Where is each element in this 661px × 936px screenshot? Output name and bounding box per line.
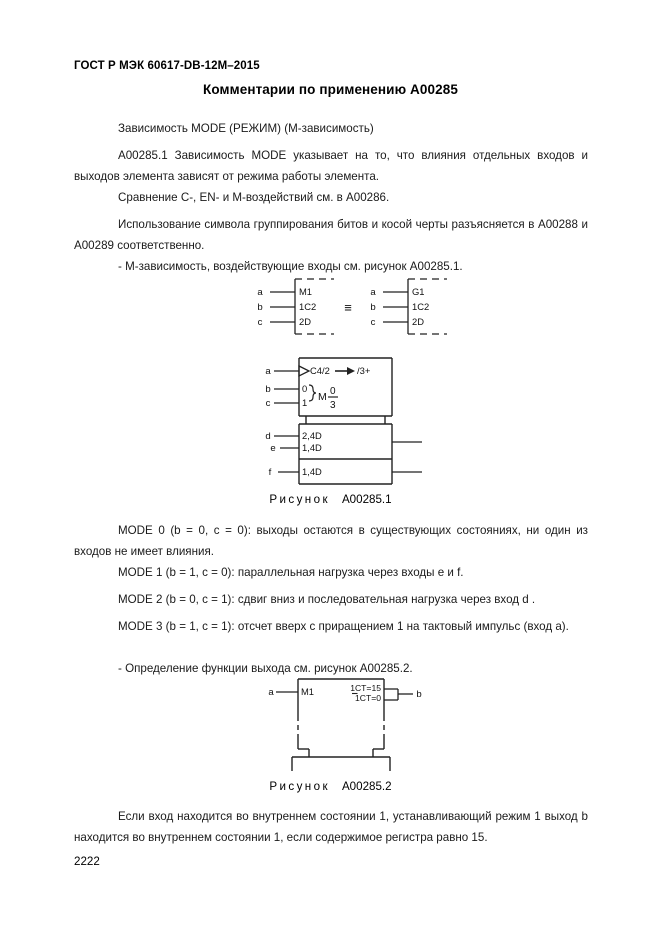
fig-main-input-f: f [269, 467, 272, 478]
fig1-right-label-2d: 2D [412, 316, 424, 327]
fig2-label-m1: M1 [301, 686, 314, 697]
fig-main-input-e: e [270, 443, 275, 454]
caption-figure-2: Рисунок A00285.2 [0, 780, 661, 793]
caption-word: Рисунок [269, 493, 330, 506]
fig-main-rate-label: /3+ [357, 365, 371, 376]
figure-main-svg: a C4/2 /3+ b c 0 1 M 0 3 d e 2,4D [265, 357, 422, 485]
fig-main-input-a: a [265, 366, 271, 377]
figure-a00285-1-svg: a b c M1 1C2 2D ≡ a b c G1 1C2 2D [257, 278, 447, 335]
paragraph-text: Если вход находится во внутреннем состоя… [74, 810, 588, 844]
paragraph-mode-0: MODE 0 (b = 0, c = 0): выходы остаются в… [74, 520, 588, 562]
fig1-input-b: b [257, 302, 262, 313]
paragraph-mode-1: MODE 1 (b = 1, c = 0): параллельная нагр… [74, 562, 588, 583]
fig-main-bit-1: 1 [302, 397, 307, 408]
fig-main-label-14d-upper: 1,4D [302, 442, 322, 453]
fig1-label-g1: G1 [412, 286, 425, 297]
fig2-output-label-ct15: 1CT=15 [350, 683, 381, 693]
fig1-label-2d: 2D [299, 316, 311, 327]
fig-main-label-24d: 2,4D [302, 430, 322, 441]
standard-header: ГОСТ Р МЭК 60617-DB-12M–2015 [74, 60, 260, 72]
fig-main-arrow-icon [347, 367, 355, 375]
paragraph-text: Сравнение C-, EN- и М-воздействий см. в … [118, 191, 390, 204]
paragraph-fig2-ref: - Определение функции выхода см. рисунок… [74, 658, 588, 679]
paragraph-text: MODE 2 (b = 0, c = 1): сдвиг вниз и посл… [118, 593, 536, 606]
paragraph-mode-3: MODE 3 (b = 1, c = 1): отсчет вверх с пр… [74, 616, 588, 637]
fig1-label-1c2: 1C2 [299, 301, 316, 312]
fig1-input-c: c [258, 317, 263, 328]
figure-a00285-1-main: a C4/2 /3+ b c 0 1 M 0 3 d e 2,4D [262, 356, 442, 488]
figure-a00285-2: a M1 1CT=15 1CT=0 b [268, 676, 428, 774]
paragraph-comparison: Сравнение C-, EN- и М-воздействий см. в … [74, 187, 588, 208]
paragraph-text: A00285.1 Зависимость MODE указывает на т… [74, 149, 588, 183]
fig2-output-b: b [416, 689, 421, 700]
paragraph-text: Использование символа группирования бито… [74, 218, 588, 252]
paragraph-text: Зависимость MODE (РЕЖИМ) (М-зависимость) [118, 122, 374, 135]
caption-figure-1: Рисунок A00285.1 [0, 493, 661, 506]
paragraph-intro: Зависимость MODE (РЕЖИМ) (М-зависимость) [74, 118, 588, 139]
figure-a00285-2-svg: a M1 1CT=15 1CT=0 b [268, 678, 422, 774]
fig1-label-m1: M1 [299, 286, 312, 297]
page-number: 2222 [74, 855, 100, 868]
fig1-right-input-b: b [370, 302, 375, 313]
fig1-right-input-a: a [370, 287, 376, 298]
paragraph-text: MODE 1 (b = 1, c = 0): параллельная нагр… [118, 566, 464, 579]
caption-word: Рисунок [269, 780, 330, 793]
paragraph-conclusion: Если вход находится во внутреннем состоя… [74, 806, 588, 848]
caption-number: A00285.1 [341, 493, 392, 506]
caption-number: A00285.2 [341, 780, 392, 793]
paragraph-a00285-1: A00285.1 Зависимость MODE указывает на т… [74, 145, 588, 187]
paragraph-text: - Определение функции выхода см. рисунок… [118, 662, 413, 675]
fig2-input-a: a [268, 687, 274, 698]
paragraph-text: - М-зависимость, воздействующие входы см… [118, 260, 463, 273]
fig1-input-a: a [257, 287, 263, 298]
fig-main-clock-label: C4/2 [310, 365, 330, 376]
fig-main-bit-0: 0 [302, 383, 307, 394]
fig-main-mode-bottom: 3 [330, 400, 336, 411]
fig-main-mode-letter: M [318, 391, 327, 403]
fig1-right-label-1c2: 1C2 [412, 301, 429, 312]
fig1-right-input-c: c [371, 317, 376, 328]
paragraph-text: MODE 3 (b = 1, c = 1): отсчет вверх с пр… [118, 620, 569, 633]
paragraph-fig1-ref: - М-зависимость, воздействующие входы см… [74, 256, 588, 277]
fig-main-label-14d-lower: 1,4D [302, 466, 322, 477]
paragraph-mode-2: MODE 2 (b = 0, c = 1): сдвиг вниз и посл… [74, 589, 588, 610]
fig2-output-label-ct0: 1CT=0 [355, 693, 381, 703]
figure-a00285-1: a b c M1 1C2 2D ≡ a b c G1 1C2 2D [248, 276, 458, 340]
bit-grouping-brace-icon [308, 384, 317, 402]
fig-main-mode-top: 0 [330, 386, 336, 397]
fig-main-input-d: d [265, 431, 270, 442]
equivalence-icon: ≡ [344, 300, 352, 315]
fig-main-input-b: b [265, 384, 270, 395]
fig-main-input-c: c [266, 398, 271, 409]
paragraph-bit-grouping: Использование символа группирования бито… [74, 214, 588, 256]
paragraph-text: MODE 0 (b = 0, c = 0): выходы остаются в… [74, 524, 588, 558]
page-title: Комментарии по применению A00285 [203, 82, 458, 97]
